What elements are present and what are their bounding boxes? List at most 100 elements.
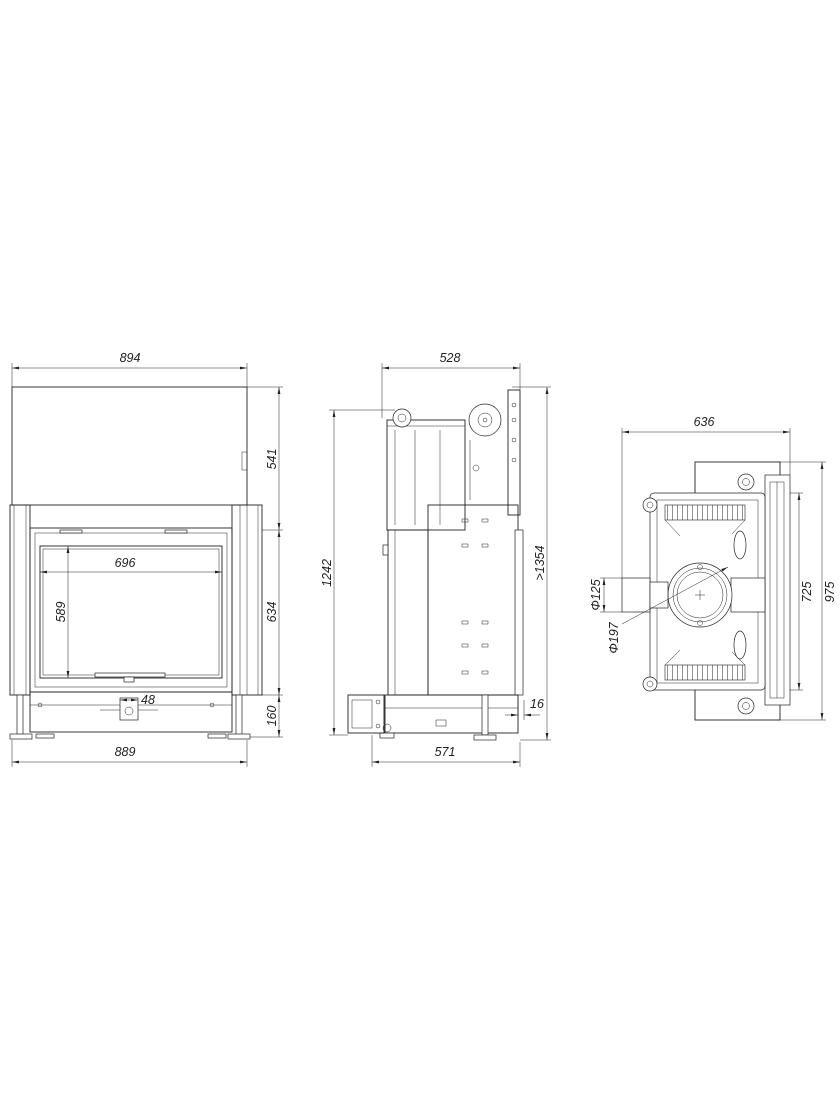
dim-side-min-height: >1354 [512, 386, 551, 741]
rear-bracket [507, 389, 521, 516]
leader-line [621, 566, 729, 625]
corner-wheels [642, 473, 755, 715]
flue-outlet [667, 562, 733, 628]
flue-bolt [697, 564, 703, 570]
dim-front-heights: 541 634 160 [245, 386, 283, 738]
wheel-hub [742, 478, 750, 486]
dim-label-total-height: 1242 [320, 559, 334, 587]
front-flange [764, 474, 791, 706]
wheel-hub [742, 702, 750, 710]
dim-label-middle-height: 634 [265, 602, 279, 623]
door-handle [94, 672, 166, 678]
dim-label-top-depth: 528 [440, 351, 461, 365]
foot-plate [227, 733, 251, 740]
slot [461, 670, 469, 675]
hood-casing [11, 386, 248, 506]
front-trim [514, 529, 524, 696]
hatch-block-top [664, 504, 746, 521]
bracket-hole [511, 402, 517, 408]
slot [481, 518, 489, 523]
right-leg [235, 694, 243, 736]
dim-depth-inner: 725 [790, 492, 814, 691]
bracket-hole [511, 417, 517, 423]
dim-label-top-width: 636 [694, 415, 715, 429]
dim-label-min-height: >1354 [533, 545, 547, 580]
blower-inner [351, 699, 373, 729]
wheel [642, 497, 658, 513]
top-cap [392, 408, 412, 428]
flue-bolt [697, 620, 703, 626]
dim-label-bottom-depth: 571 [435, 745, 456, 759]
air-inlet-pipe [621, 577, 669, 613]
side-duct [733, 530, 747, 560]
foot-plate [379, 732, 395, 739]
door-hinge [164, 529, 188, 534]
hatch-block-bottom [664, 664, 746, 681]
spigot-opening [124, 706, 134, 716]
wheel [737, 697, 755, 715]
slot [481, 643, 489, 648]
blower-screw [375, 723, 381, 729]
foot-wheel [382, 723, 392, 733]
foot-plate [207, 733, 227, 739]
flue-ring [672, 567, 728, 623]
blower-unit [347, 694, 385, 734]
front-view: 894 696 [9, 351, 283, 767]
bracket-outline [507, 389, 521, 516]
base-frame [9, 691, 251, 740]
slot [481, 620, 489, 625]
slot [481, 543, 489, 548]
flange-outline [764, 474, 791, 706]
baffle-edge [664, 649, 681, 666]
door-frame-inner [34, 532, 228, 688]
dim-side-top-depth: 528 [381, 351, 521, 418]
wheel [642, 676, 658, 692]
bracket-hole [511, 437, 517, 443]
baffle-edge [664, 519, 681, 537]
dim-front-top-width: 894 [11, 351, 248, 387]
foot-plate [473, 734, 497, 741]
wheel-hub [482, 417, 488, 423]
dim-label-top-width: 894 [120, 351, 141, 365]
base-clip [435, 719, 447, 727]
dim-flue-small: Φ125 [589, 577, 622, 613]
dim-side-total-height: 1242 [320, 409, 395, 736]
dim-label-spigot: 48 [141, 693, 155, 707]
wheel [737, 473, 755, 491]
side-knob [382, 544, 389, 556]
base-outline [29, 691, 233, 733]
slot [481, 670, 489, 675]
air-spigot: 48 [100, 693, 158, 721]
dim-front-bottom-width: 889 [11, 740, 248, 767]
dim-glass-width: 696 [40, 556, 222, 574]
wheel-outer [468, 403, 502, 437]
slot [461, 643, 469, 648]
top-cap-center [397, 413, 407, 423]
spigot-body [119, 697, 139, 721]
dim-depth-outer: 975 [780, 461, 837, 721]
dim-label-upper-height: 541 [265, 449, 279, 470]
dim-label-glass-height: 589 [54, 602, 68, 623]
dim-label-flue-small: Φ125 [589, 579, 603, 610]
base-bolt [209, 702, 215, 708]
dim-label-bottom-width: 889 [115, 745, 136, 759]
side-view: 528 [320, 351, 551, 767]
dim-label-depth-outer: 975 [823, 582, 837, 603]
door-hinge [59, 529, 83, 534]
top-view: 636 [589, 415, 837, 721]
dim-label-base-height: 160 [265, 706, 279, 727]
blower-housing [347, 694, 385, 734]
damper-wheel [468, 403, 502, 437]
slot [461, 518, 469, 523]
flue-inner [676, 571, 724, 619]
bracket-hole [511, 457, 517, 463]
dim-label-glass-width: 696 [115, 556, 136, 570]
foot-plate [9, 733, 33, 740]
foot-plate [35, 733, 55, 739]
hood-bracket [241, 451, 248, 471]
dim-top-width: 636 [621, 415, 791, 578]
wheel-hub [646, 501, 654, 509]
left-leg [16, 694, 24, 736]
wheel-hub [646, 680, 654, 688]
